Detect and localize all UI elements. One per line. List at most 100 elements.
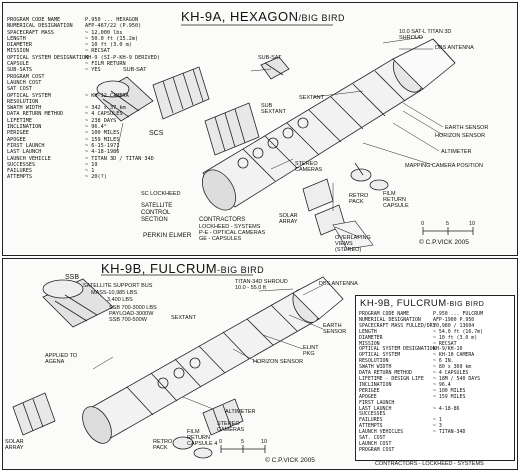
spec-row: LIFETIME - DESIGN LIFE~ 18M / 540 DAYS [359, 375, 483, 383]
spec-row: LAST LAUNCH~ 4-18-1986 [7, 149, 160, 155]
spec-row: APOGEE~ 159 MILES [359, 394, 483, 401]
spec-key: SWATH WIDTH [359, 364, 392, 371]
spec-value: P.950 ... HEXAGON [85, 17, 139, 23]
label-ssb-stats: SSB 700-3000 LBS PAYLOAD-3000W SSB 700-5… [109, 305, 157, 323]
spec-row: CAPSULE ~ FILM RETURN [7, 61, 160, 67]
label-mass2: 3,400 LBS [107, 297, 133, 303]
kh9b-spec-box-title-main: KH-9B, FULCRUM [360, 298, 447, 309]
spec-key: FAILURES [359, 417, 383, 424]
spec-value: ~ 100 MILES [85, 130, 120, 137]
spec-row: SPACECRAFT MASS~ 12,000 lbs [7, 30, 160, 36]
kh9b-leader-lines [92, 284, 324, 410]
kh9b-spec-box: KH-9B, FULCRUM-BIG BIRD PROGRAM CODE NAM… [355, 295, 515, 461]
spec-row: DATA RETURN METHOD~ 4 CAPSULES [7, 111, 160, 117]
spec-value: ~ 18M / 540 DAYS [433, 375, 481, 382]
panel2-credit: © C.P.VICK 2005 [265, 457, 315, 464]
spec-row: DATA RETURN METHOD~ 4 CAPSULES [359, 370, 483, 377]
kh9b-drawing [12, 274, 344, 459]
label-sextant-2: SEXTANT [171, 315, 196, 321]
scale-10: 10 [469, 221, 476, 227]
spec-key: LENGTH [359, 328, 377, 335]
label-dbs-antenna: DBS ANTENNA [435, 45, 474, 51]
spec-value: ~ 96.4° [85, 124, 107, 131]
label-sub-sat: SUB-SAT [258, 55, 282, 61]
spec-key: SPACECRAFT MASS FULLED/DRY [359, 322, 436, 329]
spec-value: ~ YES [85, 67, 101, 74]
scale2-5: 5 [241, 439, 245, 445]
spec-row: FIRST LAUNCH~ 6-15-1971 [7, 143, 160, 149]
panel2-title-suffix: -BIG BIRD [217, 265, 265, 275]
spec-row: SWATH WIDTH~ 342 x 37 km [7, 105, 160, 111]
label-altimeter: ALTIMETER [441, 149, 472, 155]
scale-0: 0 [421, 221, 425, 227]
label-mapping-camera: MAPPING CAMERA POSITION [405, 163, 483, 169]
label-contractors: CONTRACTORS [199, 217, 246, 223]
label-film-return: FILM RETURN CAPSULE [383, 191, 409, 209]
spec-key: NUMERICAL DESIGNATION [359, 316, 421, 323]
spec-key: LAST LAUNCH [7, 149, 42, 156]
spec-key: LIFETIME [7, 117, 32, 124]
kh9b-spec-box-title-suffix: -BIG BIRD [446, 301, 485, 308]
spec-row: PROGRAM COST [359, 447, 483, 454]
spec-value: ~ 4 CAPSULES [433, 370, 469, 377]
label-overlapping-views: OVERLAPING VIEWS (STEREO) [335, 235, 371, 253]
spec-row: LAUNCH VEHICLES ~ TITAN-34D [359, 429, 483, 436]
kh9a-main-body [201, 38, 456, 211]
spec-key: LAUNCH COST [7, 79, 42, 86]
kh9a-sub-sat-scs [94, 76, 154, 122]
spec-key: OPTICAL SYSTEM DESIGNATION [7, 54, 89, 61]
panel1-title-main: KH-9A, HEXAGON [181, 9, 299, 24]
kh9a-scale-bar [422, 227, 474, 235]
spec-value: ~ TITAN-34D [433, 429, 466, 436]
spec-value: P.950 ... FULCRUM [433, 311, 484, 317]
label-stereo-cameras: STEREO CAMERAS [295, 161, 323, 173]
spec-value: ~ 4-18-86 [433, 405, 460, 412]
label-altimeter-2: ALTIMETER [225, 409, 256, 415]
label-perkin-elmer: PERKIN ELMER [143, 232, 192, 239]
spec-value: AFP-467/22 (P.950) [85, 23, 142, 30]
spec-row: FIRST LAUNCH [359, 400, 483, 407]
label-solar-array-2: SOLAR ARRAY [5, 439, 24, 451]
label-sc-lockheed: SC LOCKHEED [141, 191, 181, 197]
spec-key: LAUNCH VEHICLES [359, 429, 404, 436]
spec-value: ~ 80 x 360 km [433, 364, 472, 371]
spec-key: INCLINATION [7, 124, 42, 131]
spec-key: MISSION [359, 340, 380, 347]
spec-row: SUCCESSES~ 19 [7, 162, 160, 168]
spec-key: CAPSULE [7, 61, 29, 68]
kh9b-ssb [42, 278, 114, 328]
spec-value: ~ 12,000 lbs [85, 29, 123, 36]
label-ssb: SSB [65, 274, 80, 281]
spec-row: FAILURES ~ 1 [7, 168, 160, 174]
spec-key: FAILURES [7, 168, 32, 175]
panel2-contractors: CONTRACTORS - LOCKHEED - SYSTEMS [375, 461, 484, 467]
kh9b-solar-array-right [202, 398, 244, 436]
spec-row: LENGTH~ 50.0 ft (15.2m) [7, 36, 160, 42]
spec-row: LIFETIME~ 238 DAYS [7, 118, 160, 124]
kh9a-retro-film-capsule [350, 162, 389, 191]
spec-value: ~ FILM RETURN [85, 61, 126, 68]
scale-5: 5 [446, 221, 450, 227]
spec-value: KH-9 (SI-P-KH-9 DERIVED) [85, 54, 160, 61]
spec-key: PROGRAM CODE NAME [359, 311, 410, 317]
spec-row: PERIGEE~ 100 MILES [7, 130, 160, 136]
spec-value: ~ 1 [85, 168, 95, 175]
spec-key: LAST LAUNCH [359, 405, 392, 412]
spec-key: RESOLUTION [7, 98, 39, 105]
label-retro-pack-2: RETRO PACK [153, 439, 173, 451]
spec-value: ~ 54.0 ft (16.7m) [433, 328, 484, 335]
spec-row: INCLINATION ~ 96.4° [7, 124, 160, 130]
spec-row: FAILURES~ 1 [359, 417, 483, 424]
spec-key: ATTEMPTS [7, 174, 32, 181]
spec-row: OPTICAL SYSTEM~ KH-12 CAMERA [7, 93, 160, 99]
spec-row: SWATH WIDTH ~ 80 x 360 km [359, 364, 483, 371]
label-applied: APPLIED TO AGENA [45, 353, 78, 365]
spec-row: PROGRAM COST [7, 74, 160, 80]
kh9b-main-body [82, 276, 344, 444]
spec-row: SUB-SATS~ YES [7, 67, 160, 73]
spec-key: DATA RETURN METHOD [7, 111, 64, 118]
